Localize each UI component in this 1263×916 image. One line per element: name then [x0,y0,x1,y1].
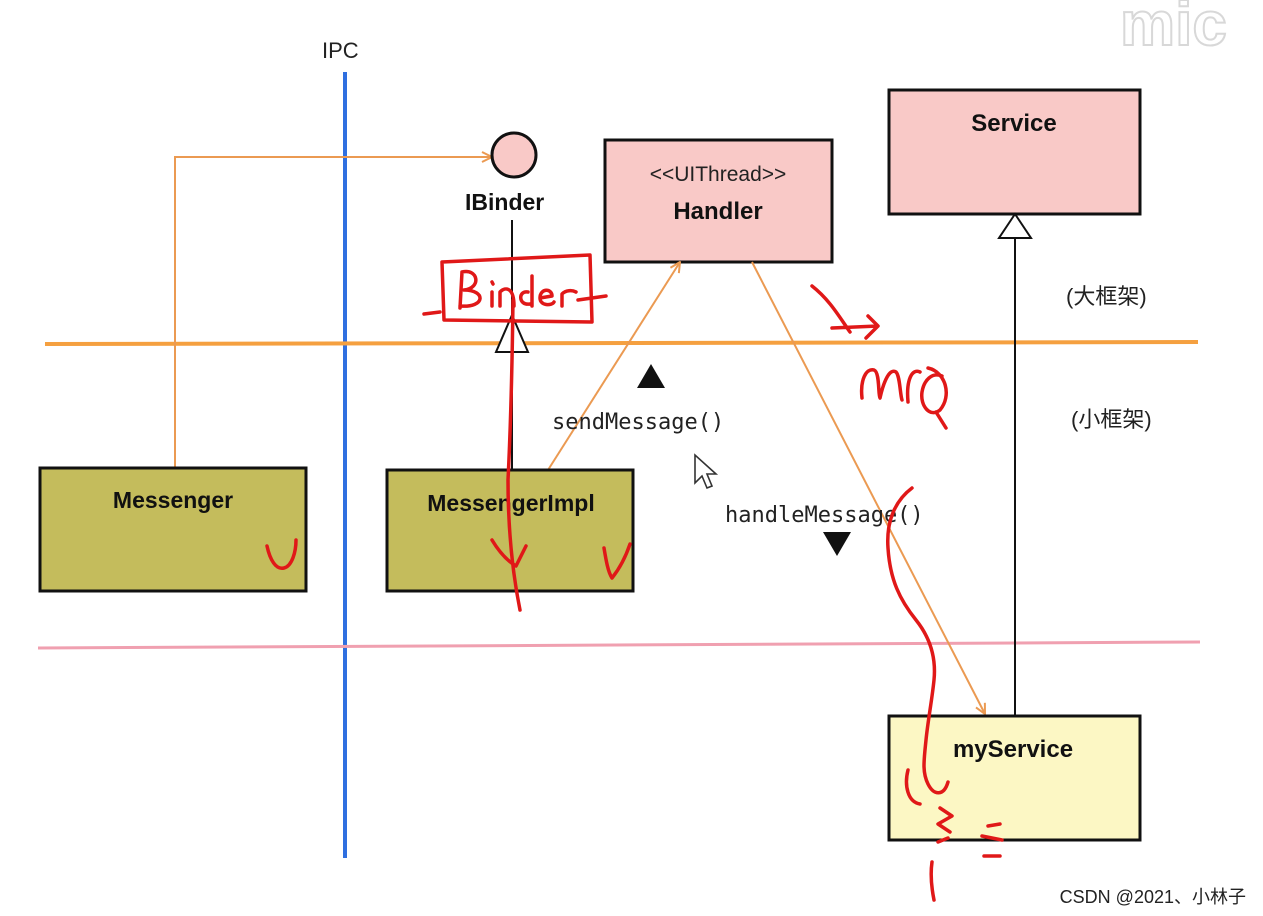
mq-arrow-scribble [810,284,880,340]
handle-message-direction-icon [823,532,851,556]
big-framework-label: (大框架) [1066,284,1147,309]
my-service-box [887,714,1142,842]
my-service-title: myService [953,736,1073,763]
small-framework-label: (小框架) [1071,407,1152,432]
handler-box [603,138,834,264]
handler-stereotype: <<UIThread>> [650,163,787,186]
watermark-logo: mic [1120,0,1227,59]
csdn-credit: CSDN @2021、小林子 [1060,887,1246,907]
framework-boundary-line [44,340,1199,346]
send-message-label: sendMessage() [552,410,724,435]
messenger-title: Messenger [113,487,233,513]
impl-check-mark-left [490,538,528,568]
handwritten-annotations [265,253,1004,902]
messenger-check-mark [265,538,298,570]
impl-check-mark-right [602,542,632,580]
handle-message-arrow [751,261,985,714]
binder-scribble-box [440,253,594,324]
messenger-ibinder-connector [174,157,492,467]
send-message-arrow [547,262,680,471]
ibinder-interface-icon [490,131,538,179]
service-title: Service [971,110,1056,137]
vertical-red-stroke [506,298,522,612]
mq-scribble-text [859,366,948,430]
service-box [887,88,1142,216]
ipc-label: IPC [322,38,359,63]
flow-scribble-line [886,486,950,795]
mouse-cursor-icon [694,453,719,490]
my-service-scribble [904,768,1004,902]
messenger-box [38,466,308,593]
bottom-boundary-line [37,640,1201,650]
ibinder-label: IBinder [465,189,544,215]
binder-scribble-text [422,269,608,316]
messenger-impl-title: MessengerImpl [427,490,594,516]
send-message-direction-icon [637,364,665,388]
inheritance-arrow-icon [997,212,1033,239]
handler-title: Handler [673,198,762,225]
